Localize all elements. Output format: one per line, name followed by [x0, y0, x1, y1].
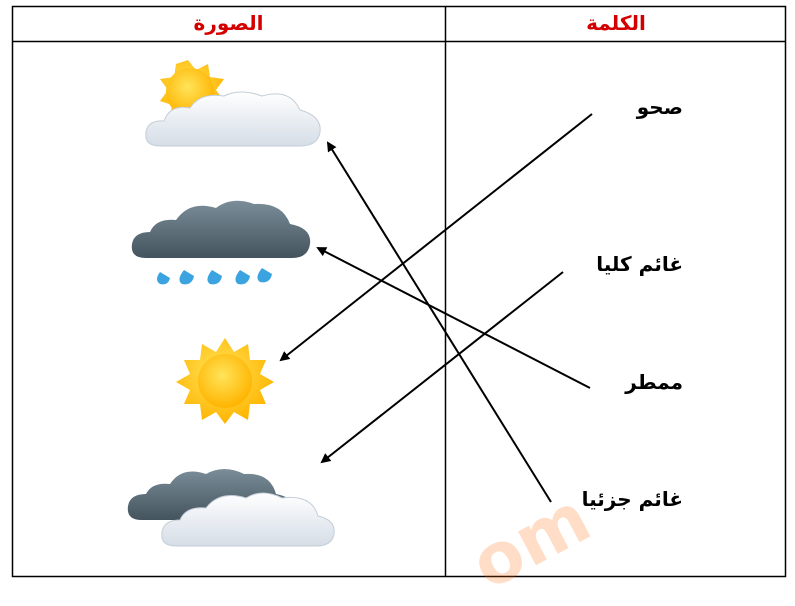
match-arrows	[279, 113, 593, 503]
arrow-clear-to-sun	[279, 113, 593, 362]
header-word-column: الكلمة	[586, 11, 646, 35]
word-rainy: ممطر	[625, 370, 683, 394]
arrow-partly-cloudy-to-partly-cloudy-icon	[326, 141, 552, 503]
word-overcast: غائم كليا	[596, 252, 683, 276]
rain-cloud-icon	[131, 200, 311, 285]
overcast-clouds-icon	[127, 469, 335, 547]
table-grid	[11, 5, 787, 578]
word-partly-cloudy: غائم جزئيا	[581, 487, 683, 511]
word-clear: صحو	[636, 95, 683, 119]
matching-worksheet: الصورة الكلمة	[11, 5, 787, 606]
partly-cloudy-icon	[145, 60, 321, 147]
weather-images	[127, 60, 335, 547]
arrow-rainy-to-rain-cloud	[316, 247, 591, 389]
arrow-overcast-to-clouds	[320, 271, 564, 464]
header-image-column: الصورة	[193, 11, 264, 35]
sun-icon	[176, 338, 274, 424]
